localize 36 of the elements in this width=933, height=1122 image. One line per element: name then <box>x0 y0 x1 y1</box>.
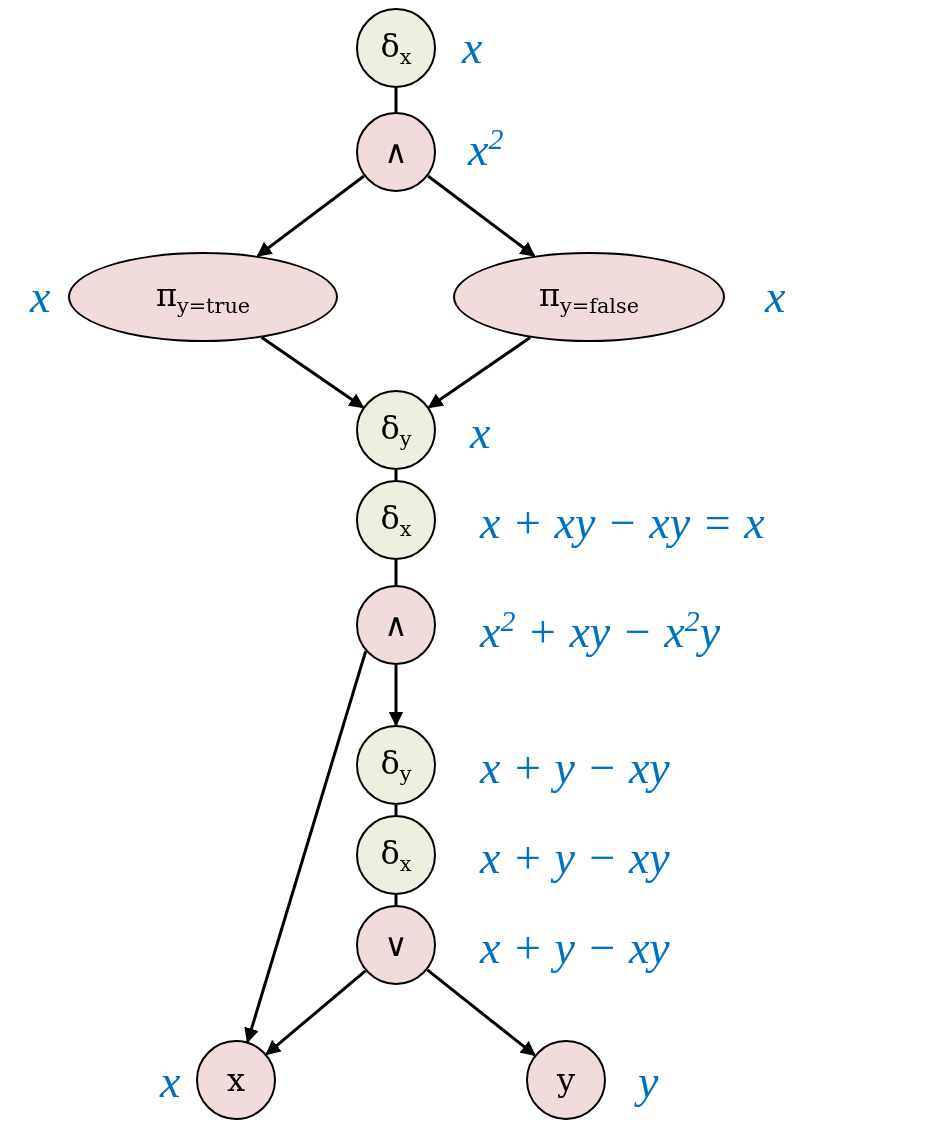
connector-line <box>394 560 398 585</box>
node-label: π$_{y=true}$ <box>155 275 251 319</box>
node-label: ∨ <box>384 926 408 964</box>
arrow <box>388 665 404 727</box>
node-label: δ$_{x}$ <box>380 498 412 542</box>
arrow <box>427 174 536 257</box>
node-label: δ$_{x}$ <box>380 26 412 70</box>
value-label: x + y − xy <box>480 745 670 791</box>
node-label: ∧ <box>384 133 408 171</box>
value-label: x + y − xy <box>480 925 670 971</box>
value-label: x <box>30 274 51 320</box>
arrow <box>427 336 531 409</box>
node-label: y <box>556 1061 576 1099</box>
node-label: δ$_{y}$ <box>380 743 412 787</box>
node-label: π$_{y=false}$ <box>539 275 639 319</box>
connector-line <box>394 895 398 905</box>
node-label: δ$_{y}$ <box>380 408 412 452</box>
value-label: x <box>160 1059 181 1105</box>
value-label: x$^{2}$ + xy − x$^{2}$y <box>480 605 721 655</box>
value-label: x$^{2}$ <box>468 123 504 173</box>
node-label: δ$_{x}$ <box>380 833 412 877</box>
value-label: x + xy − xy = x <box>480 500 765 546</box>
arrow <box>265 969 367 1056</box>
node-label: ∧ <box>384 606 408 644</box>
connector-line <box>394 470 398 480</box>
value-label: x <box>470 410 491 456</box>
connector-line <box>394 805 398 815</box>
value-label: x <box>765 274 786 320</box>
connector-line <box>394 88 398 112</box>
arrow <box>260 336 365 409</box>
arrow <box>244 650 368 1044</box>
arrow <box>426 968 536 1057</box>
value-label: x <box>462 25 483 71</box>
value-label: x + y − xy <box>480 835 670 881</box>
arrow <box>256 174 365 258</box>
node-label: x <box>226 1061 245 1099</box>
